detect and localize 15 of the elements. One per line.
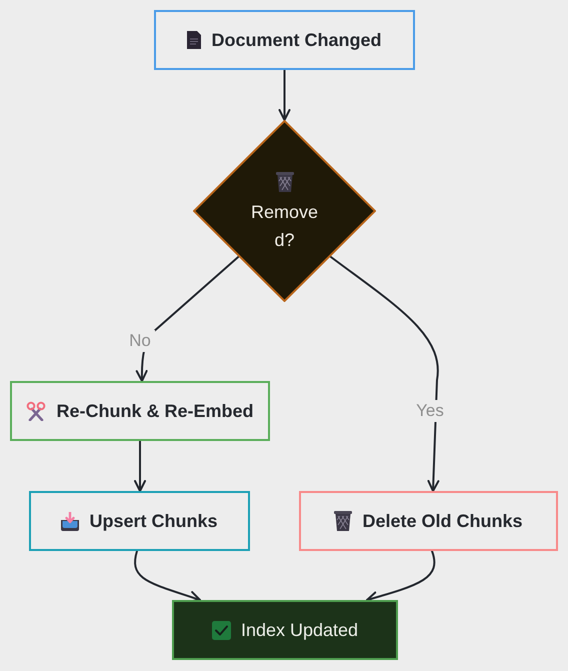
process-box <box>10 381 270 441</box>
arrow <box>134 550 201 603</box>
arrow <box>329 256 440 492</box>
process-box <box>299 491 558 551</box>
node-label: Index Updated <box>240 618 358 642</box>
result-box <box>172 600 398 660</box>
node-label: Removed? <box>250 201 320 252</box>
node-label: Re-Chunk & Re-Embed <box>56 400 254 422</box>
process-box <box>154 10 415 70</box>
node-label: Delete Old Chunks <box>362 510 523 532</box>
arrow <box>278 69 290 121</box>
node-label: Document Changed <box>211 28 382 52</box>
arrow <box>134 440 146 492</box>
process-box <box>29 491 250 551</box>
node-label: Upsert Chunks <box>89 510 218 533</box>
